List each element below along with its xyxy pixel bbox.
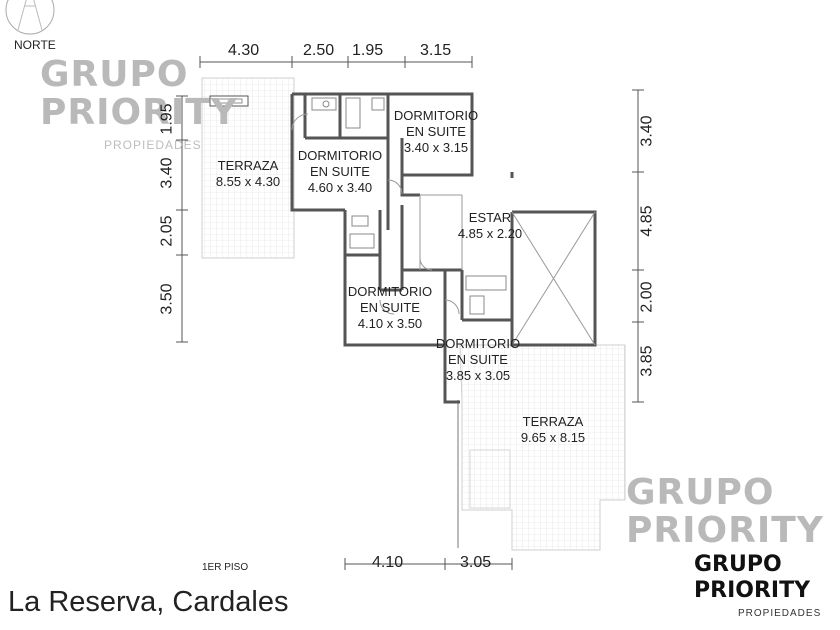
dim-left-2: 3.40: [158, 157, 176, 189]
room-name: DORMITORIO: [393, 108, 479, 123]
doors: [291, 113, 460, 315]
room-sub: EN SUITE: [310, 164, 370, 179]
compass-label: NORTE: [14, 38, 56, 52]
dim-top-3: 1.95: [352, 42, 384, 59]
dim-bottom-1: 4.10: [372, 554, 404, 571]
dim-top-2: 2.50: [303, 42, 335, 59]
terraza-left: [201, 77, 295, 259]
room-size: 9.65 x 8.15: [520, 430, 586, 445]
compass-icon: [5, 0, 55, 35]
room-name: TERRAZA: [522, 414, 584, 429]
dim-bottom-2: 3.05: [460, 554, 492, 571]
bottom-dimension-lines: [344, 558, 513, 570]
dim-right-4: 3.85: [638, 345, 656, 377]
room-sub: EN SUITE: [406, 124, 466, 139]
room-size: 4.10 x 3.50: [357, 316, 423, 331]
room-dormitorio-4: DORMITORIO EN SUITE 3.85 x 3.05: [428, 336, 528, 384]
dim-left-4: 3.50: [158, 283, 176, 315]
dim-top-4: 3.15: [420, 42, 452, 59]
dim-top-1: 4.30: [228, 42, 260, 59]
watermark-bottom-priority: PRIORITY: [626, 510, 824, 551]
room-size: 8.55 x 4.30: [215, 174, 281, 189]
watermark-top-grupo: GRUPO: [40, 54, 189, 95]
room-size: 4.60 x 3.40: [307, 180, 373, 195]
room-sub: EN SUITE: [360, 300, 420, 315]
room-name: ESTAR: [468, 210, 512, 225]
logo-priority: PRIORITY: [694, 578, 811, 603]
top-dimension-lines: [199, 56, 473, 68]
room-terraza-left: TERRAZA 8.55 x 4.30: [200, 158, 296, 190]
room-dormitorio-3: DORMITORIO EN SUITE 4.10 x 3.50: [340, 284, 440, 332]
bathroom-fixtures: [311, 97, 507, 315]
floor-label: 1ER PISO: [202, 562, 249, 573]
room-size: 3.85 x 3.05: [445, 368, 511, 383]
room-estar: ESTAR 4.85 x 2.20: [440, 210, 540, 242]
room-terraza-bottom-right: TERRAZA 9.65 x 8.15: [498, 414, 608, 446]
dim-left-1: 1.95: [158, 103, 176, 135]
right-dimension-lines: [632, 89, 644, 403]
room-size: 4.85 x 2.20: [457, 226, 523, 241]
dim-right-1: 3.40: [638, 115, 656, 147]
room-name: DORMITORIO: [435, 336, 521, 351]
walls: [290, 92, 597, 404]
room-sub: EN SUITE: [448, 352, 508, 367]
watermark-top-propiedades: PROPIEDADES: [104, 138, 202, 152]
room-dormitorio-2: DORMITORIO EN SUITE 3.40 x 3.15: [386, 108, 486, 156]
terraza-bottom-right: [457, 344, 626, 551]
dim-right-3: 2.00: [638, 281, 656, 313]
logo-grupo: GRUPO: [694, 552, 782, 577]
room-dormitorio-1: DORMITORIO EN SUITE 4.60 x 3.40: [290, 148, 390, 196]
page-title: La Reserva, Cardales: [8, 586, 289, 618]
room-name: DORMITORIO: [347, 284, 433, 299]
room-size: 3.40 x 3.15: [403, 140, 469, 155]
dim-right-2: 4.85: [638, 205, 656, 237]
watermark-bottom-grupo: GRUPO: [626, 472, 775, 513]
left-dimension-lines: [176, 95, 188, 343]
watermark-top-priority: PRIORITY: [40, 92, 238, 133]
room-name: DORMITORIO: [297, 148, 383, 163]
dim-left-3: 2.05: [158, 215, 176, 247]
room-name: TERRAZA: [217, 158, 279, 173]
logo-propiedades: PROPIEDADES: [738, 608, 822, 619]
